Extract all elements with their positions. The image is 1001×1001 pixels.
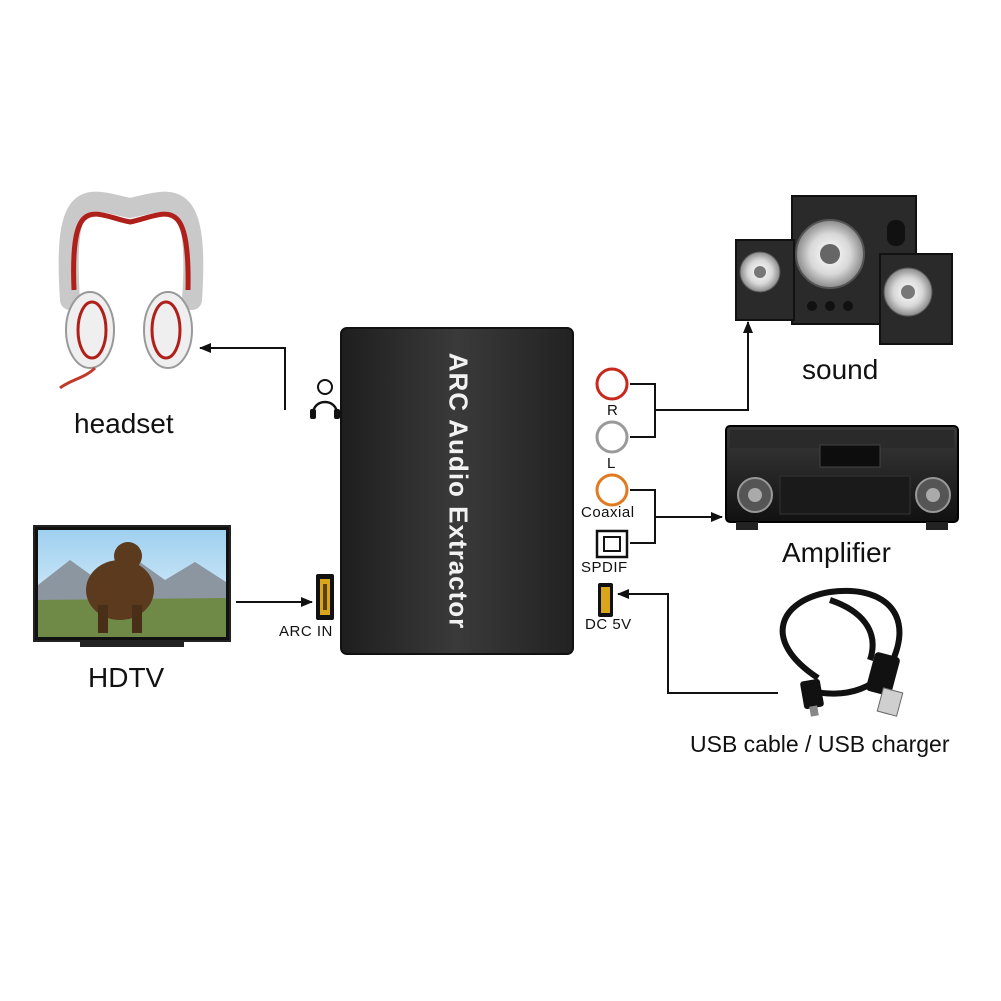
arc-in-port-label: ARC IN [279,623,333,640]
amplifier-label: Amplifier [782,537,891,568]
tv-icon [33,525,231,647]
l-port-label: L [607,455,616,472]
usb-cable-icon [779,587,904,717]
dc-5v-port-label: DC 5V [585,616,632,633]
headphones-icon [58,191,204,390]
headphone-jack-icon [310,379,340,419]
hdmi-arc-port-icon [316,574,334,620]
dc-5v-port-icon [598,583,613,617]
usb-connection-line [617,589,778,694]
rca-bracket-line [630,383,656,438]
hdtv-label: HDTV [88,662,165,693]
sound-label: sound [802,354,879,385]
rca-r-port-icon [595,367,629,401]
amplifier-icon [725,425,959,530]
speaker-system-icon [735,195,953,345]
rca-l-port-icon [595,420,629,454]
spdif-port-label: SPDIF [581,559,628,576]
connection-arrows [199,321,778,694]
r-port-label: R [607,402,619,419]
arc-audio-extractor-box [340,327,574,655]
device-title: ARC Audio Extractor [443,352,474,630]
sound-connection-line [655,321,753,411]
headset-label: headset [74,408,174,439]
spdif-optical-port-icon [595,529,629,559]
headset-connection-line [199,343,286,410]
coaxial-port-icon [595,473,629,507]
usb-label: USB cable / USB charger [690,731,950,757]
coaxial-port-label: Coaxial [581,504,635,521]
